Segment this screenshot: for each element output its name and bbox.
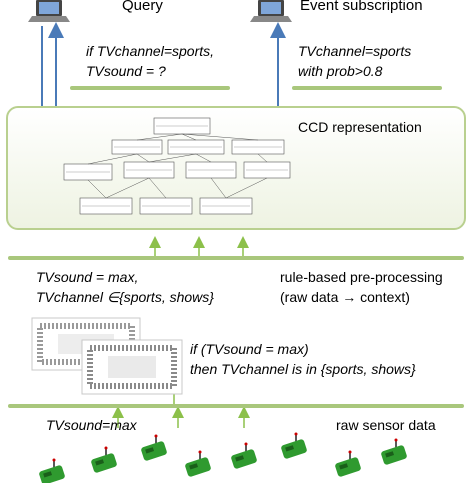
query-title: Query bbox=[122, 0, 163, 14]
rule-processing-line2: (raw data → context) bbox=[280, 289, 410, 305]
laptop-icon-query bbox=[28, 0, 70, 22]
query-text-line2: TVsound = ? bbox=[86, 63, 166, 79]
raw-sensor-data-label: raw sensor data bbox=[336, 417, 436, 433]
sensor-node-2 bbox=[89, 445, 119, 475]
sensor-node-6 bbox=[279, 431, 309, 461]
separator-query bbox=[70, 86, 230, 90]
separator-event bbox=[292, 86, 442, 90]
sensor-node-1 bbox=[37, 457, 67, 483]
rule-line2: then TVchannel is in {sports, shows} bbox=[190, 361, 416, 377]
laptop-icon-event bbox=[250, 0, 292, 22]
sensor-image-front bbox=[81, 339, 183, 395]
sensor-up-arrows bbox=[112, 406, 250, 428]
rule-processing-line1: rule-based pre-processing bbox=[280, 269, 443, 285]
sensor-node-3 bbox=[139, 433, 169, 463]
sensor-node-8 bbox=[379, 437, 409, 467]
rule-line1: if (TVsound = max) bbox=[190, 341, 309, 357]
ccd-title: CCD representation bbox=[298, 119, 422, 135]
event-subscription-title: Event subscription bbox=[300, 0, 423, 14]
sensor-node-5 bbox=[229, 441, 259, 471]
sensor-node-4 bbox=[183, 449, 213, 479]
context-to-ccd-arrows bbox=[149, 236, 249, 256]
event-text-line1: TVchannel=sports bbox=[298, 43, 412, 59]
context-line1: TVsound = max, bbox=[36, 269, 139, 285]
query-text-line1: if TVchannel=sports, bbox=[86, 43, 215, 59]
separator-context bbox=[8, 256, 464, 260]
event-text-line2: with prob>0.8 bbox=[298, 63, 383, 79]
sensor-value-label: TVsound=max bbox=[46, 417, 137, 433]
separator-sensors bbox=[8, 404, 464, 408]
context-line2: TVchannel ∈{sports, shows} bbox=[36, 289, 214, 305]
sensor-node-7 bbox=[333, 449, 363, 479]
